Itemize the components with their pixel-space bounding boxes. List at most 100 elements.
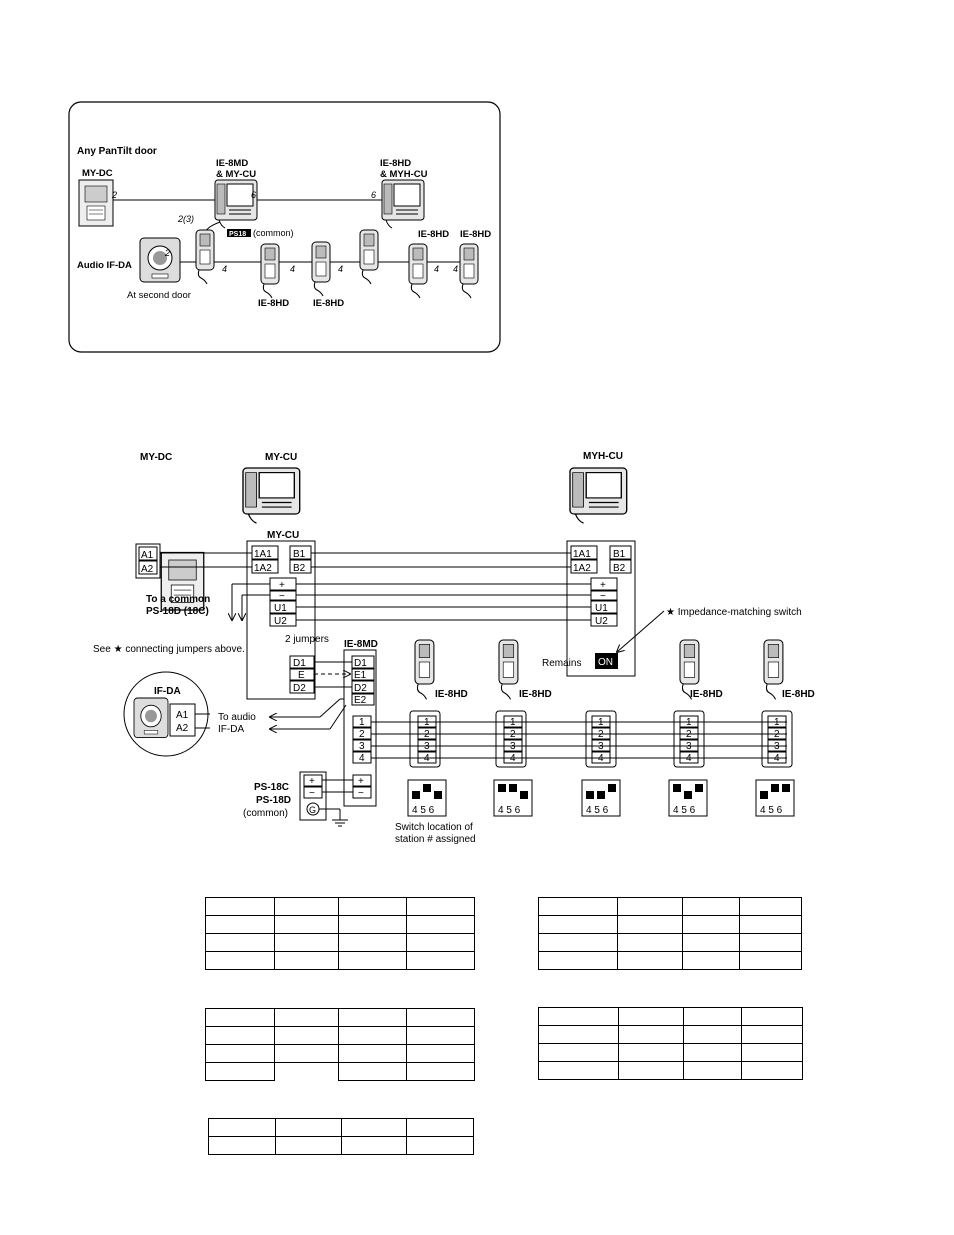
- to-common-label-2: PS-18D (18C): [146, 606, 209, 617]
- empty-table-4: [538, 1007, 803, 1080]
- wire-count: 2(3): [177, 214, 194, 224]
- station-5: IE-8HD 1 2 3 4 4 5 6: [755, 639, 815, 817]
- ps18-badge-bg: [227, 229, 251, 237]
- terminal-label: B1: [613, 549, 626, 560]
- terminal-label: D1: [293, 658, 306, 669]
- wire-count: 2: [111, 190, 117, 200]
- ie8hd-monitor-icon: [381, 179, 425, 229]
- to-audio-label-2: IF-DA: [218, 724, 244, 735]
- on-badge-bg: [595, 653, 618, 669]
- terminal-label: D1: [354, 658, 367, 669]
- second-door-label: At second door: [127, 290, 191, 301]
- my-cu-monitor-icon: [242, 467, 301, 524]
- ps-terminal-block: [299, 771, 327, 821]
- terminal-label: 2: [774, 729, 780, 740]
- terminal-label: A2: [141, 564, 154, 575]
- handset-icon: [408, 243, 428, 299]
- myh-cu-label: MYH-CU: [583, 451, 623, 462]
- wire-count: 6: [371, 190, 376, 200]
- ie8md-label: IE-8MD: [344, 639, 378, 650]
- terminal-label: 4: [686, 753, 692, 764]
- terminal-label: −: [600, 591, 606, 602]
- wire-count: 4: [338, 264, 343, 274]
- ps18d-label: PS-18D: [256, 795, 291, 806]
- terminal-label: U1: [274, 603, 287, 614]
- dip-label: 4 5 6: [760, 805, 783, 816]
- handset-icon: [459, 243, 479, 299]
- ie8hd-label: IE-8HD: [258, 298, 289, 309]
- terminal-label: 1: [686, 717, 692, 728]
- terminal-label: 3: [598, 741, 604, 752]
- wire-count: 4: [453, 264, 458, 274]
- terminal-label: 1: [510, 717, 516, 728]
- terminal-label: U2: [595, 616, 608, 627]
- if-da-icon: [133, 697, 169, 739]
- terminal-label: 1A1: [254, 549, 272, 560]
- panel-frame: [68, 101, 501, 353]
- dip-switch: [407, 779, 447, 817]
- terminal-label: +: [309, 776, 315, 787]
- terminal-label: 2: [598, 729, 604, 740]
- handset-icon: [359, 229, 379, 285]
- terminal-label: 1: [359, 717, 365, 728]
- terminal-label: −: [279, 591, 285, 602]
- my-cu-box-label: MY-CU: [267, 530, 299, 541]
- station-4: IE-8HD 1 2 3 4 4 5 6: [668, 639, 723, 817]
- handset-icon: [195, 229, 215, 285]
- terminal-label: U2: [274, 616, 287, 627]
- panel-header: Any PanTilt door: [77, 146, 157, 157]
- terminal-label: +: [279, 580, 285, 591]
- switch-location-label: Switch location of: [395, 822, 473, 833]
- to-audio-label: To audio: [218, 712, 256, 723]
- terminal-label: 1: [598, 717, 604, 728]
- terminal-label: 3: [774, 741, 780, 752]
- terminal-label: 1A1: [573, 549, 591, 560]
- ie8hd-label: IE-8HD: [435, 689, 468, 700]
- empty-table-2: [538, 897, 802, 970]
- terminal-label: G: [309, 805, 316, 815]
- wire-count: 2: [164, 248, 170, 258]
- terminal-label: 1: [424, 717, 430, 728]
- handset-icon: [260, 243, 280, 299]
- terminal-label: 4: [424, 753, 430, 764]
- terminal-label: 3: [510, 741, 516, 752]
- terminal-label: 4: [598, 753, 604, 764]
- ie8hd-label: IE-8HD: [782, 689, 815, 700]
- ie8hd-label: IE-8HD: [690, 689, 723, 700]
- terminal-label: 2: [510, 729, 516, 740]
- terminal-label: D2: [293, 683, 306, 694]
- dip-label: 4 5 6: [586, 805, 609, 816]
- dip-switch: [581, 779, 621, 817]
- jumpers-label: 2 jumpers: [285, 634, 329, 645]
- myh-cu-monitor-icon: [569, 467, 628, 524]
- audio-ifda-icon: [139, 237, 181, 283]
- ie8hd-label: IE-8HD: [418, 229, 449, 240]
- wire-count: 4: [434, 264, 439, 274]
- terminal-label: B2: [293, 563, 306, 574]
- ie8hd-stations: IE-8HD 1 2 3 4 4 5 6 IE-8HD 1 2: [395, 639, 815, 845]
- dip-switch: [755, 779, 795, 817]
- my-cu-label: MY-CU: [265, 452, 297, 463]
- terminal-label: 4: [359, 753, 365, 764]
- terminal-label: 4: [774, 753, 780, 764]
- my-dc-label: MY-DC: [140, 452, 172, 463]
- terminal-label: E1: [354, 670, 367, 681]
- my-dc-terminal-block: [135, 543, 161, 579]
- empty-table-5: [208, 1118, 474, 1155]
- terminal-label: 3: [686, 741, 692, 752]
- terminal-label: 3: [359, 741, 365, 752]
- my-dc-icon: [78, 179, 114, 227]
- terminal-label: E2: [354, 695, 367, 706]
- if-da-label: IF-DA: [154, 686, 181, 697]
- wire-count: 4: [290, 264, 295, 274]
- ie8md-label: IE-8MD: [216, 158, 248, 169]
- ie8hd-label: IE-8HD: [519, 689, 552, 700]
- ps18-common: (common): [253, 228, 294, 238]
- empty-table-1: [205, 897, 475, 970]
- remains-label: Remains: [542, 658, 581, 669]
- switch-location-label-2: station # assigned: [395, 834, 476, 845]
- ie8hd-label: IE-8HD: [313, 298, 344, 309]
- terminal-label: A2: [176, 723, 189, 734]
- wire-count: 6: [251, 190, 256, 200]
